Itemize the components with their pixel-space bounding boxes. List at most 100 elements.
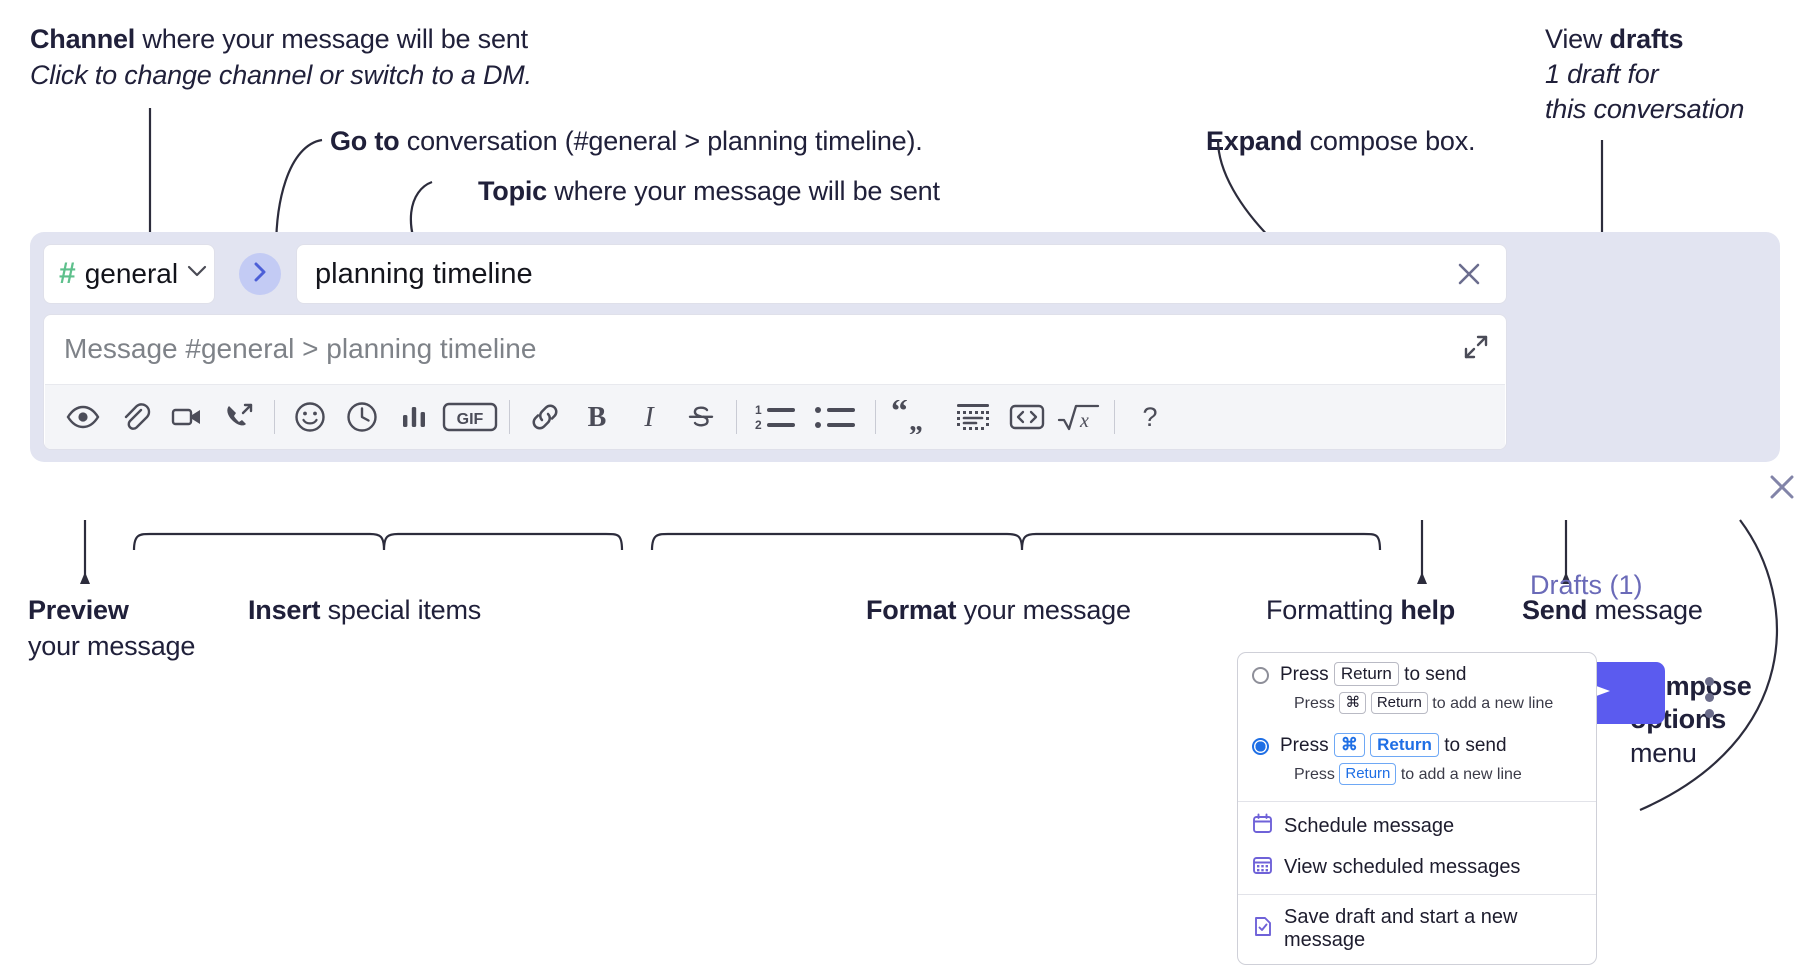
- calendar-icon: [1252, 813, 1273, 840]
- gif-icon[interactable]: GIF: [440, 391, 500, 443]
- svg-text:„: „: [909, 406, 923, 434]
- huddle-icon[interactable]: [213, 391, 265, 443]
- preview-icon[interactable]: [57, 391, 109, 443]
- annotation-insert-rest: special items: [320, 595, 482, 625]
- bulleted-list-icon[interactable]: [806, 391, 866, 443]
- menu-item-schedule-message[interactable]: Schedule message: [1238, 802, 1596, 847]
- annotation-expand: Expand compose box.: [1206, 126, 1626, 158]
- blockquote-icon[interactable]: “ „: [885, 391, 945, 443]
- option1-sub-tail: to add a new line: [1432, 695, 1554, 712]
- kebab-dot: [1704, 708, 1714, 718]
- compose-panel: # general planning timeline Message #: [30, 232, 1794, 724]
- annotation-drafts-italic2: this conversation: [1545, 93, 1745, 124]
- menu-item-label: Save draft and start a new message: [1284, 906, 1518, 951]
- svg-text:1: 1: [755, 403, 762, 417]
- code-block-icon[interactable]: [945, 391, 1001, 443]
- annotation-channel-rest: where your message will be sent: [135, 24, 528, 54]
- compose-header-row: # general planning timeline: [43, 244, 1507, 304]
- save-draft-icon: [1252, 916, 1273, 943]
- channel-picker[interactable]: # general: [43, 244, 215, 304]
- annotation-goto-rest: conversation (#general > planning timeli…: [399, 126, 923, 156]
- radio-return[interactable]: [1252, 667, 1269, 684]
- annotation-expand-rest: compose box.: [1302, 126, 1476, 156]
- radio-cmd-return[interactable]: [1252, 738, 1269, 755]
- option1-press: Press: [1280, 664, 1329, 685]
- annotation-topic-bold: Topic: [478, 176, 547, 206]
- annotation-expand-bold: Expand: [1206, 126, 1303, 156]
- annotation-topic-rest: where your message will be sent: [547, 176, 940, 206]
- annotation-channel: Channel where your message will be sent …: [30, 24, 650, 92]
- toolbar-separator: [509, 400, 510, 434]
- toolbar-separator: [274, 400, 275, 434]
- option1-sub-press: Press: [1294, 695, 1335, 712]
- emoji-icon[interactable]: [284, 391, 336, 443]
- annotation-drafts: View drafts 1 draft for this conversatio…: [1545, 24, 1814, 126]
- expand-compose-button[interactable]: [1462, 333, 1490, 366]
- link-icon[interactable]: [519, 391, 571, 443]
- option1-key-return: Return: [1333, 662, 1399, 686]
- clear-topic-button[interactable]: [1454, 259, 1484, 289]
- italic-icon[interactable]: I: [623, 391, 675, 443]
- annotation-insert: Insert special items: [248, 595, 668, 627]
- topic-field[interactable]: planning timeline: [296, 244, 1507, 304]
- option1-sub-key-return: Return: [1370, 692, 1428, 714]
- option2-tail: to send: [1444, 735, 1507, 756]
- gif-label: GIF: [457, 411, 484, 428]
- kebab-dot: [1704, 676, 1714, 686]
- chevron-right-icon: [252, 261, 268, 288]
- annotation-send-bold: Send: [1522, 595, 1588, 625]
- annotation-preview: Preview your message: [28, 595, 288, 663]
- svg-text:x: x: [1079, 410, 1089, 432]
- annotation-drafts-pre: View: [1545, 24, 1610, 54]
- video-icon[interactable]: [161, 391, 213, 443]
- annotation-help-bold: help: [1400, 595, 1456, 625]
- toolbar-separator: [736, 400, 737, 434]
- menu-item-label: Schedule message: [1284, 815, 1455, 837]
- help-icon[interactable]: ?: [1124, 391, 1176, 443]
- compose-options-button[interactable]: [1693, 673, 1725, 721]
- option1-sub-key-cmd: ⌘: [1339, 692, 1367, 714]
- italic-glyph: I: [643, 402, 655, 433]
- annotation-drafts-bold: drafts: [1609, 24, 1684, 54]
- send-option-cmd-return-sub: Press Return to add a new line: [1238, 759, 1596, 795]
- annotation-help-pre: Formatting: [1266, 595, 1401, 625]
- close-panel-button[interactable]: [1765, 470, 1799, 509]
- topic-value: planning timeline: [315, 257, 533, 290]
- send-option-return[interactable]: Press Return to send: [1238, 653, 1596, 688]
- kebab-dot: [1704, 692, 1714, 702]
- option2-sub-tail: to add a new line: [1400, 766, 1522, 783]
- strikethrough-icon[interactable]: [675, 391, 727, 443]
- ordered-list-icon[interactable]: 1 2: [746, 391, 806, 443]
- svg-text:2: 2: [755, 418, 762, 432]
- annotation-channel-bold: Channel: [30, 24, 136, 54]
- send-option-cmd-return[interactable]: Press ⌘ Return to send: [1238, 724, 1596, 759]
- bold-icon[interactable]: B: [571, 391, 623, 443]
- chevron-down-icon: [187, 265, 207, 283]
- menu-item-label: View scheduled messages: [1284, 856, 1521, 878]
- message-input-box[interactable]: Message #general > planning timeline: [43, 314, 1507, 450]
- menu-item-save-draft[interactable]: Save draft and start a new message: [1238, 895, 1596, 964]
- option1-tail: to send: [1404, 664, 1467, 685]
- menu-item-view-scheduled[interactable]: View scheduled messages: [1238, 847, 1596, 888]
- clock-icon[interactable]: [336, 391, 388, 443]
- poll-icon[interactable]: [388, 391, 440, 443]
- math-icon[interactable]: x: [1053, 391, 1105, 443]
- channel-name-label: general: [84, 258, 179, 289]
- toolbar-separator: [1114, 400, 1115, 434]
- annotation-drafts-italic1: 1 draft for: [1545, 58, 1659, 89]
- compose-options-menu: Press Return to send Press ⌘ Return to a…: [1237, 652, 1597, 965]
- annotation-preview-bold: Preview: [28, 595, 129, 625]
- go-to-conversation-button[interactable]: [239, 253, 281, 295]
- annotation-format-rest: your message: [956, 595, 1131, 625]
- annotation-compose-options-rest: menu: [1630, 737, 1697, 768]
- help-glyph: ?: [1142, 402, 1157, 432]
- send-option-return-sub: Press ⌘ Return to add a new line: [1238, 688, 1596, 724]
- svg-text:“: “: [891, 400, 908, 430]
- drafts-link[interactable]: Drafts (1): [1530, 570, 1643, 600]
- annotation-channel-italic: Click to change channel or switch to a D…: [30, 59, 532, 90]
- code-inline-icon[interactable]: [1001, 391, 1053, 443]
- option2-key-cmd: ⌘: [1333, 733, 1365, 757]
- option2-key-return: Return: [1370, 733, 1439, 757]
- annotation-topic: Topic where your message will be sent: [478, 176, 1098, 208]
- attachment-icon[interactable]: [109, 391, 161, 443]
